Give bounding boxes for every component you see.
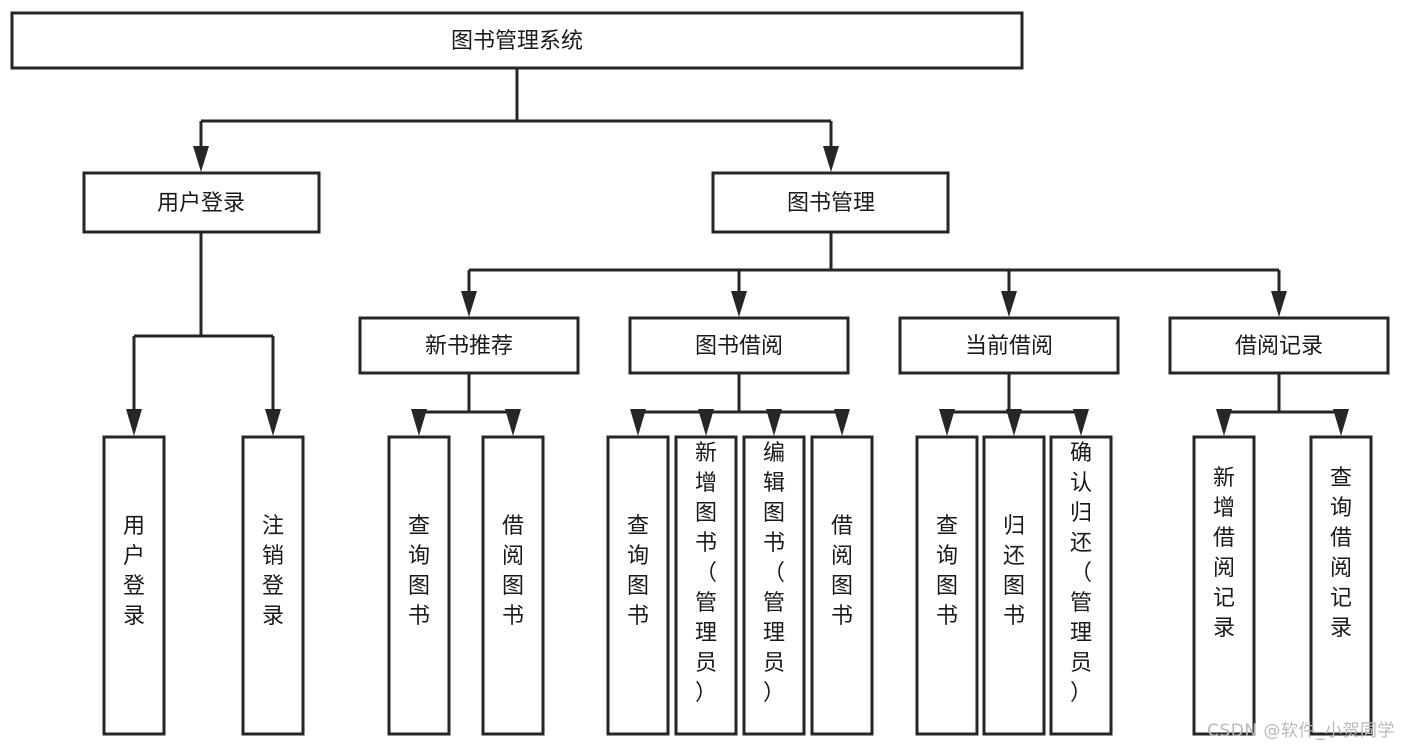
connector-group-borrow-record-children bbox=[1216, 373, 1349, 436]
leaf-node-borrow-add-box[interactable] bbox=[674, 435, 738, 736]
leaf-node-newbook-query[interactable]: 查询图书 bbox=[387, 435, 451, 736]
arrow-head-leaf-record-2 bbox=[1333, 409, 1349, 436]
leaf-node-current-confirm-return[interactable]: 确认归还（管理员） bbox=[1049, 435, 1113, 736]
node-user-login[interactable]: 用户登录 bbox=[82, 171, 321, 234]
node-book-manage-label: 图书管理 bbox=[787, 191, 875, 216]
arrow-head-leaf-borrow-2 bbox=[698, 409, 714, 436]
connector-group-new-book-children bbox=[411, 373, 521, 436]
leaf-node-borrow-edit[interactable]: 编辑图书（管理员） bbox=[742, 435, 806, 736]
arrow-head-leaf-record-1 bbox=[1216, 409, 1232, 436]
leaf-node-borrow-book[interactable]: 借阅图书 bbox=[810, 435, 874, 736]
arrow-head-to-borrow-record bbox=[1271, 291, 1287, 317]
node-user-login-box[interactable] bbox=[82, 171, 321, 234]
leaf-node-current-return[interactable]: 归还图书 bbox=[982, 435, 1046, 736]
node-book-borrow-label: 图书借阅 bbox=[695, 334, 783, 359]
node-root-system-label: 图书管理系统 bbox=[451, 29, 583, 54]
leaf-node-borrow-edit-box[interactable] bbox=[742, 435, 806, 736]
node-book-manage[interactable]: 图书管理 bbox=[711, 171, 950, 234]
leaf-node-user-login-login[interactable]: 用户登录 bbox=[102, 435, 166, 736]
connector-group-root-to-level2 bbox=[193, 68, 839, 172]
leaf-node-newbook-query-box[interactable] bbox=[387, 435, 451, 736]
node-new-book-recommend-box[interactable] bbox=[358, 316, 580, 375]
leaf-node-current-query-box[interactable] bbox=[915, 435, 979, 736]
leaf-node-user-login-login-label: 用户登录 bbox=[123, 514, 145, 629]
leaf-node-record-add-box[interactable] bbox=[1192, 435, 1256, 736]
leaf-node-current-query-label: 查询图书 bbox=[936, 514, 958, 629]
leaf-node-current-return-label: 归还图书 bbox=[1003, 514, 1025, 629]
arrow-head-leaf-user-login-1 bbox=[126, 409, 142, 436]
node-borrow-record[interactable]: 借阅记录 bbox=[1168, 316, 1390, 375]
leaf-node-borrow-add[interactable]: 新增图书（管理员） bbox=[674, 435, 738, 736]
arrow-head-to-user-login bbox=[193, 146, 209, 172]
leaf-node-record-add-label: 新增借阅记录 bbox=[1213, 466, 1235, 641]
node-current-borrow[interactable]: 当前借阅 bbox=[898, 316, 1120, 375]
connector-group-borrow-book-children bbox=[630, 373, 850, 436]
arrow-head-leaf-user-login-2 bbox=[265, 409, 281, 436]
node-new-book-recommend[interactable]: 新书推荐 bbox=[358, 316, 580, 375]
leaf-node-user-login-login-box[interactable] bbox=[102, 435, 166, 736]
node-root-system[interactable]: 图书管理系统 bbox=[10, 11, 1024, 70]
leaf-node-newbook-borrow[interactable]: 借阅图书 bbox=[481, 435, 545, 736]
leaf-node-current-return-box[interactable] bbox=[982, 435, 1046, 736]
leaf-node-current-query[interactable]: 查询图书 bbox=[915, 435, 979, 736]
connector-group-user-login-children bbox=[126, 232, 281, 436]
leaf-node-newbook-borrow-label: 借阅图书 bbox=[502, 514, 524, 629]
leaf-node-record-query-label: 查询借阅记录 bbox=[1330, 466, 1352, 641]
node-book-manage-box[interactable] bbox=[711, 171, 950, 234]
arrow-head-to-new-book bbox=[461, 291, 477, 317]
connector-group-book-manage-children bbox=[461, 232, 1287, 317]
leaf-node-current-confirm-return-label: 确认归还（管理员） bbox=[1070, 441, 1092, 706]
arrow-head-leaf-borrow-3 bbox=[766, 409, 782, 436]
node-current-borrow-box[interactable] bbox=[898, 316, 1120, 375]
node-book-borrow-box[interactable] bbox=[628, 316, 850, 375]
arrow-head-leaf-current-3 bbox=[1073, 409, 1089, 436]
leaf-node-record-add[interactable]: 新增借阅记录 bbox=[1192, 435, 1256, 736]
leaf-node-current-confirm-return-box[interactable] bbox=[1049, 435, 1113, 736]
leaf-node-borrow-query-box[interactable] bbox=[606, 435, 670, 736]
arrow-head-leaf-current-2 bbox=[1006, 409, 1022, 436]
arrow-head-leaf-new-book-2 bbox=[505, 409, 521, 436]
leaf-node-user-logout-box[interactable] bbox=[241, 435, 305, 736]
node-current-borrow-label: 当前借阅 bbox=[965, 334, 1053, 359]
arrow-head-to-borrow-book bbox=[731, 291, 747, 317]
leaf-node-borrow-query[interactable]: 查询图书 bbox=[606, 435, 670, 736]
arrow-head-leaf-borrow-1 bbox=[630, 409, 646, 436]
leaf-node-borrow-add-label: 新增图书（管理员） bbox=[695, 441, 717, 706]
leaf-node-newbook-query-label: 查询图书 bbox=[408, 514, 430, 629]
arrow-head-leaf-current-1 bbox=[939, 409, 955, 436]
arrow-head-leaf-new-book-1 bbox=[411, 409, 427, 436]
leaf-node-record-query[interactable]: 查询借阅记录 bbox=[1309, 435, 1373, 736]
arrow-head-to-current-borrow bbox=[1001, 291, 1017, 317]
leaf-node-record-query-box[interactable] bbox=[1309, 435, 1373, 736]
node-root-system-box[interactable] bbox=[10, 11, 1024, 70]
arrow-head-to-book-manage bbox=[823, 146, 839, 172]
leaf-node-borrow-edit-label: 编辑图书（管理员） bbox=[763, 441, 785, 706]
arrow-head-leaf-borrow-4 bbox=[834, 409, 850, 436]
connector-group-current-borrow-children bbox=[939, 373, 1089, 436]
node-borrow-record-label: 借阅记录 bbox=[1235, 334, 1323, 359]
leaf-node-user-logout-label: 注销登录 bbox=[262, 514, 284, 629]
node-new-book-recommend-label: 新书推荐 bbox=[425, 334, 513, 359]
leaf-node-user-logout[interactable]: 注销登录 bbox=[241, 435, 305, 736]
node-user-login-label: 用户登录 bbox=[157, 191, 245, 216]
csdn-watermark: CSDN @软件_小贺同学 bbox=[1207, 721, 1395, 741]
node-borrow-record-box[interactable] bbox=[1168, 316, 1390, 375]
node-book-borrow[interactable]: 图书借阅 bbox=[628, 316, 850, 375]
leaf-node-borrow-query-label: 查询图书 bbox=[627, 514, 649, 629]
leaf-node-borrow-book-box[interactable] bbox=[810, 435, 874, 736]
leaf-node-borrow-book-label: 借阅图书 bbox=[831, 514, 853, 629]
leaf-node-newbook-borrow-box[interactable] bbox=[481, 435, 545, 736]
